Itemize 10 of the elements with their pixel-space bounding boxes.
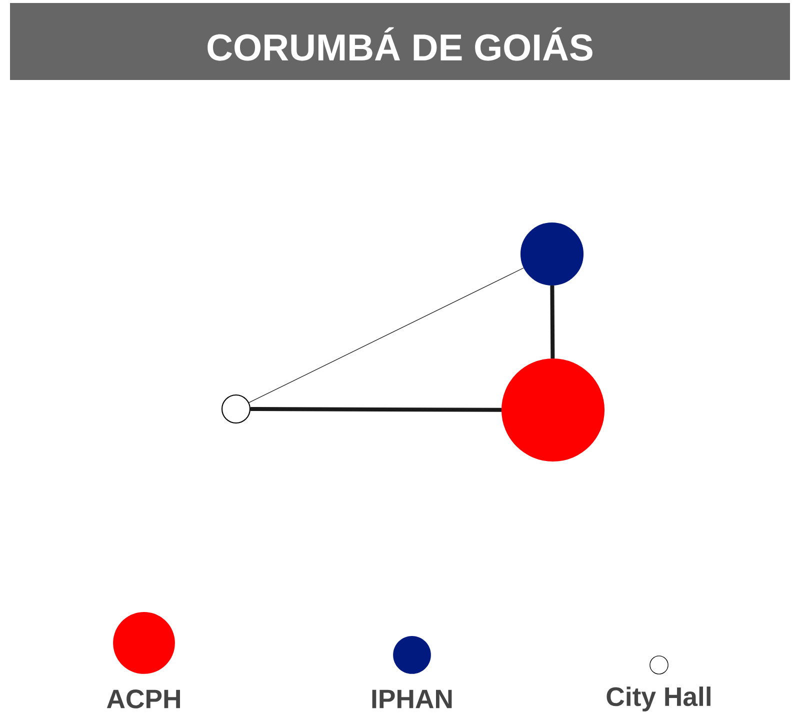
legend-label: City Hall: [606, 686, 710, 712]
circle-node: [501, 358, 605, 462]
circle-node: [221, 394, 251, 424]
legend-label: ACPH: [106, 690, 180, 708]
connector-line: [550, 286, 555, 358]
circle-node: [520, 222, 584, 286]
connector-line: [250, 407, 502, 412]
legend-label: IPHAN: [372, 690, 452, 708]
title-banner: CORUMBÁ DE GOIÁS: [10, 3, 790, 80]
connector-line: [248, 268, 524, 403]
